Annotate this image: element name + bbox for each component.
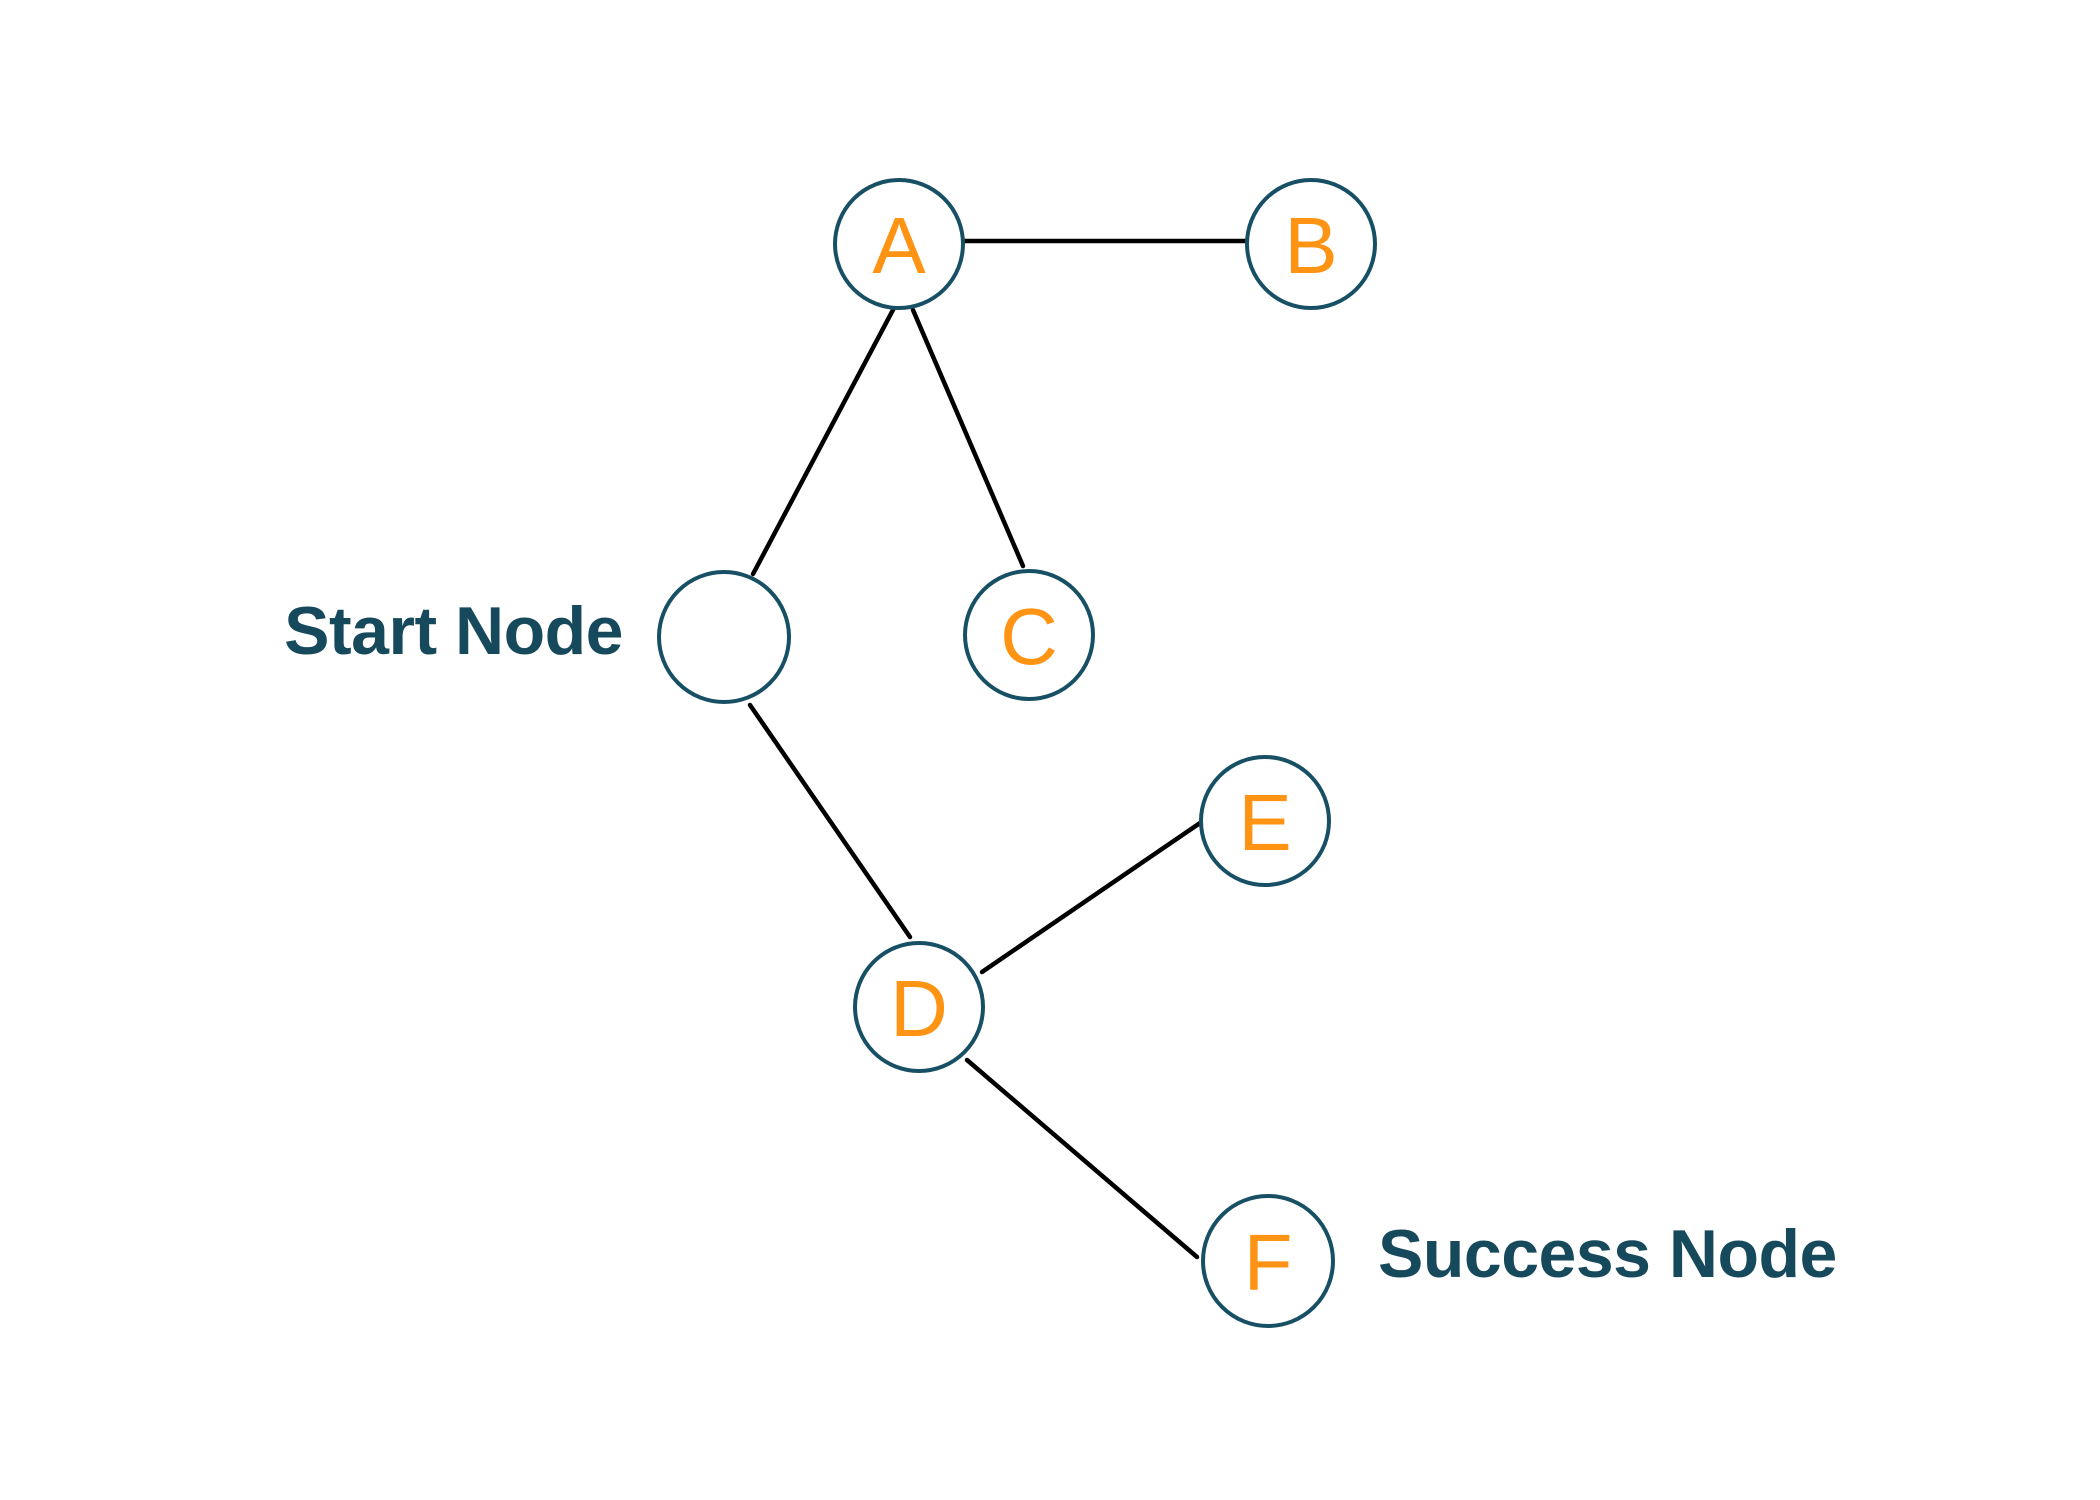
node-C-circle — [963, 569, 1095, 701]
node-A-letter: A — [872, 201, 926, 290]
edge-D-E — [979, 820, 1203, 975]
node-E-circle — [1199, 755, 1331, 887]
edge-A-C — [910, 307, 1026, 569]
success-node-label: Success Node — [1378, 1216, 1837, 1292]
node-F-letter: F — [1244, 1218, 1293, 1307]
nodes-layer: A B C E D F — [657, 178, 1377, 1328]
node-D-letter: D — [890, 964, 948, 1053]
node-B-letter: B — [1284, 201, 1337, 290]
start-node-label: Start Node — [284, 593, 623, 669]
node-B-circle — [1245, 178, 1377, 310]
node-C-letter: C — [1000, 592, 1058, 681]
edge-start-D — [747, 702, 913, 940]
node-D-circle — [853, 941, 985, 1073]
edges-layer — [747, 238, 1250, 1260]
edge-D-F — [964, 1057, 1200, 1260]
node-A-circle — [833, 178, 965, 310]
edge-A-start — [750, 305, 897, 577]
node-start-circle — [657, 570, 791, 704]
node-E-letter: E — [1238, 778, 1291, 867]
node-F-circle — [1201, 1194, 1335, 1328]
